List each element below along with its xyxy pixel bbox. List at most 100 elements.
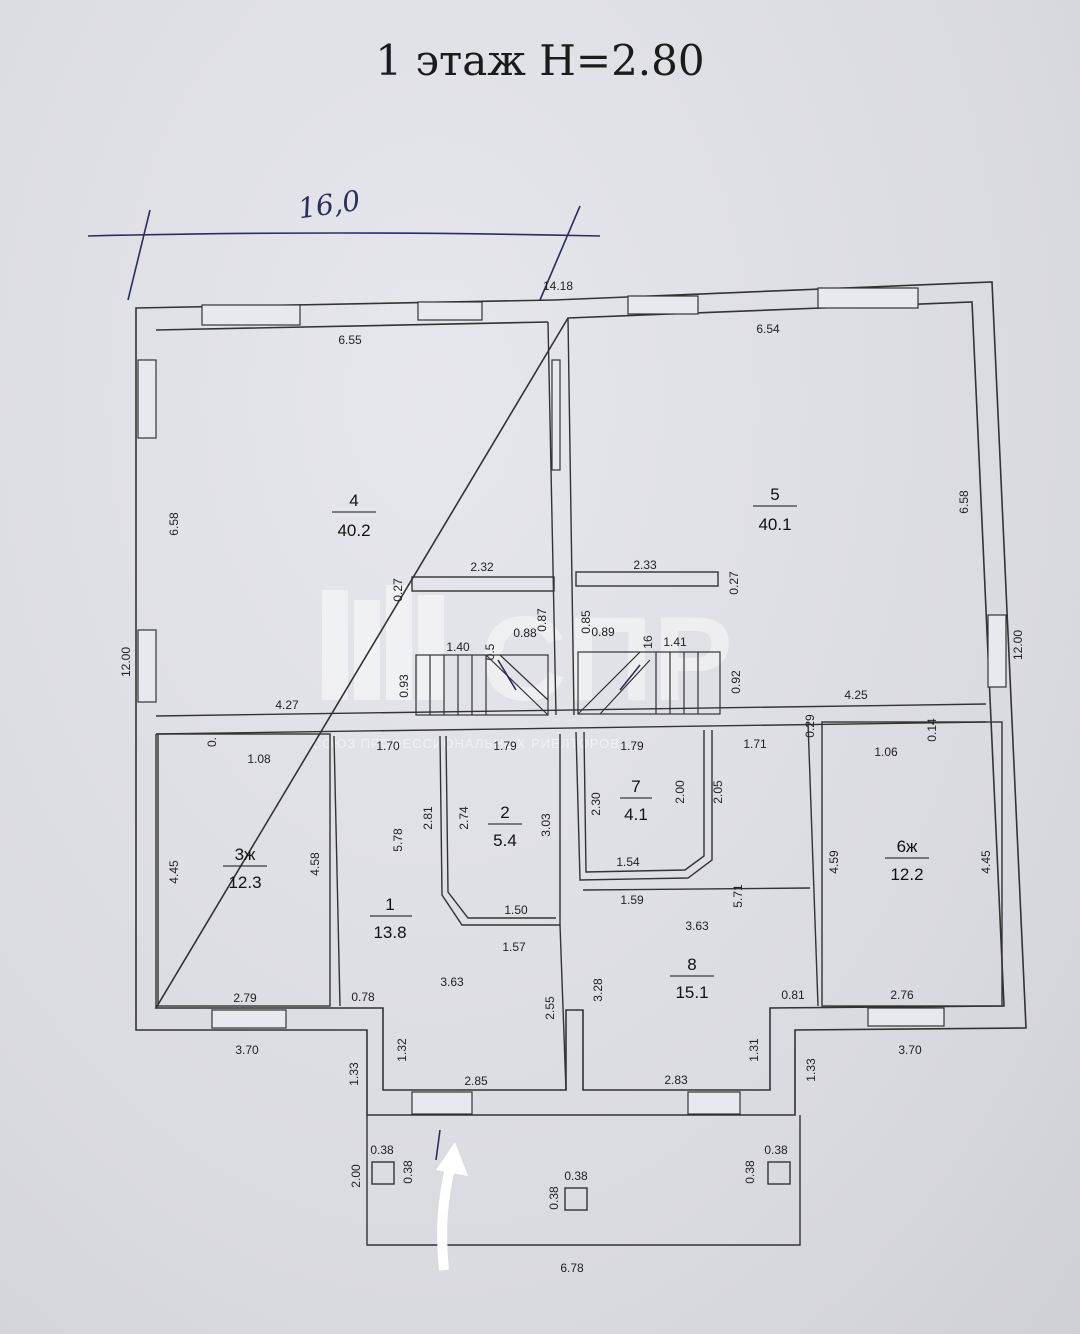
- dimension-label: 0.14: [925, 718, 939, 742]
- room-area: 15.1: [675, 983, 708, 1002]
- window: [817, 287, 919, 309]
- entrance-arrow-icon: [435, 1129, 468, 1271]
- dimension-label: 16: [641, 635, 655, 649]
- dimension-label: 2.81: [421, 806, 435, 830]
- handwritten-width-note: 16,0: [296, 184, 362, 225]
- room-number: 5: [770, 485, 779, 504]
- dimension-label: 2.05: [711, 780, 725, 804]
- window: [201, 304, 301, 326]
- dimension-label: 4.27: [275, 698, 299, 712]
- dimension-label: 0.38: [547, 1186, 561, 1210]
- dimension-label: 1.40: [446, 640, 470, 654]
- exterior-walls: [135, 281, 1027, 1116]
- dimension-label: 6.58: [167, 512, 181, 536]
- room-7-label: 7 4.1: [620, 777, 652, 824]
- room-number: 4: [349, 491, 358, 510]
- room-5-label: 5 40.1: [753, 485, 797, 534]
- dimension-label: 1.08: [247, 752, 271, 766]
- dimension-label: 0.87: [535, 608, 549, 632]
- room-number: 2: [500, 803, 509, 822]
- dimension-label: 0.38: [401, 1160, 415, 1184]
- dimension-label: 4.45: [979, 850, 993, 874]
- watermark-tagline: СОЮЗ ПРОФЕССИОНАЛЬНЫХ РИЕЛТОРОВ: [312, 736, 620, 751]
- dimension-label: 3.70: [898, 1043, 922, 1057]
- dimension-labels: 14.18 12.00 12.00 6.55 6.58 6.54 6.58 2.…: [119, 279, 1025, 1275]
- porch-column: [564, 1187, 588, 1211]
- dimension-label: 2.79: [233, 991, 257, 1005]
- dimension-label: 2.74: [457, 806, 471, 830]
- dimension-label: 1.50: [504, 903, 528, 917]
- room-8-label: 8 15.1: [670, 955, 714, 1002]
- porch-column: [767, 1161, 791, 1185]
- dimension-label: 6.58: [957, 490, 971, 514]
- room-area: 40.2: [337, 521, 370, 540]
- dimension-label: 5.78: [391, 828, 405, 852]
- watermark-logo-text: СПР: [480, 592, 733, 726]
- staircase-right: [577, 651, 721, 715]
- room-2-label: 2 5.4: [488, 803, 522, 850]
- building-icon: [322, 585, 444, 700]
- room-4-label: 4 40.2: [332, 491, 376, 540]
- room-area: 4.1: [624, 805, 648, 824]
- dimension-label: 1.70: [376, 739, 400, 753]
- dimension-label: 0.88: [513, 626, 537, 640]
- room-area: 12.2: [890, 865, 923, 884]
- window: [417, 301, 483, 321]
- dimension-label: 6.55: [338, 333, 362, 347]
- dimension-label: 1.79: [493, 739, 517, 753]
- dimension-label: 0.93: [397, 674, 411, 698]
- dimension-label: 0.92: [729, 670, 743, 694]
- window: [987, 614, 1007, 688]
- dimension-label: 1.59: [620, 893, 644, 907]
- dimension-label: 2.30: [589, 792, 603, 816]
- dimension-label: 2.85: [464, 1074, 488, 1088]
- room-number: 3ж: [235, 845, 256, 864]
- dimension-label: 4.25: [844, 688, 868, 702]
- room-3-label: 3ж 12.3: [223, 845, 267, 892]
- dimension-label: 2.00: [673, 780, 687, 804]
- window: [137, 629, 157, 703]
- dimension-label: 0.38: [764, 1143, 788, 1157]
- dimension-label: 4.45: [167, 860, 181, 884]
- dimension-label: 5.71: [731, 884, 745, 908]
- window: [211, 1009, 287, 1029]
- dimension-label: 1.06: [874, 745, 898, 759]
- door: [411, 1091, 473, 1115]
- dimension-label: 1.33: [347, 1062, 361, 1086]
- dimension-label: 0.85: [579, 610, 593, 634]
- dimension-label: 2.55: [543, 996, 557, 1020]
- interior-walls: [155, 317, 1003, 1091]
- porch: [366, 1115, 801, 1246]
- room-number: 8: [687, 955, 696, 974]
- dimension-label: 1.33: [804, 1058, 818, 1082]
- dimension-label: 4.59: [827, 850, 841, 874]
- dimension-label: 3.70: [235, 1043, 259, 1057]
- room-6-label: 6ж 12.2: [885, 837, 929, 884]
- window: [867, 1007, 945, 1027]
- room-area: 5.4: [493, 831, 517, 850]
- room-1-label: 1 13.8: [370, 895, 412, 942]
- door: [687, 1091, 741, 1115]
- dimension-label: 1.32: [395, 1038, 409, 1062]
- room-area: 12.3: [228, 873, 261, 892]
- room-area: 40.1: [758, 515, 791, 534]
- dimension-label: 1.79: [620, 739, 644, 753]
- dimension-label: 0.5: [483, 643, 497, 660]
- dimension-label: 2.00: [349, 1164, 363, 1188]
- dimension-label: 0.27: [391, 578, 405, 602]
- dimension-label: 12.00: [119, 647, 133, 677]
- dimension-label: 2.32: [470, 560, 494, 574]
- dimension-label: 12.00: [1011, 630, 1025, 660]
- dimension-label: 3.28: [591, 978, 605, 1002]
- dimension-label: 0.29: [803, 714, 817, 738]
- dimension-label: 0.27: [727, 571, 741, 595]
- dimension-label: 6.54: [756, 322, 780, 336]
- handwritten-dimension: [87, 205, 601, 301]
- window: [627, 295, 699, 315]
- dimension-label: 0.38: [370, 1143, 394, 1157]
- dimension-label: 1.71: [743, 737, 767, 751]
- porch-column: [371, 1161, 395, 1185]
- dimension-label: 2.83: [664, 1073, 688, 1087]
- dimension-label: 0.89: [591, 625, 615, 639]
